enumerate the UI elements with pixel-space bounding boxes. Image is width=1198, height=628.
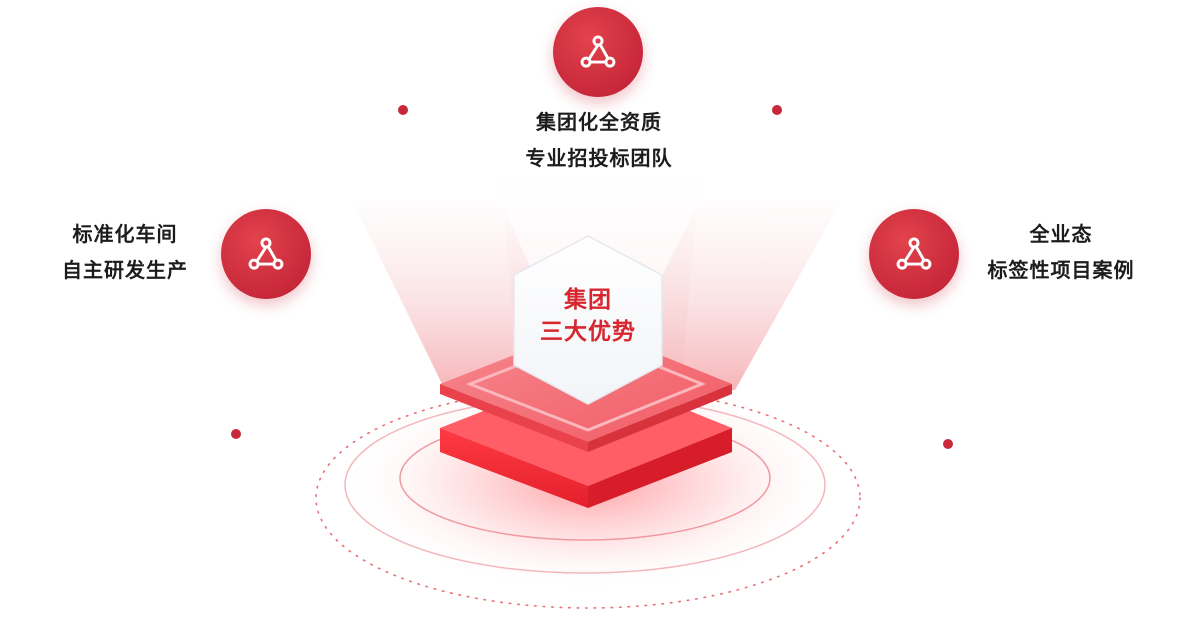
center-label-line1: 集团	[564, 287, 612, 313]
decor-dot	[231, 429, 241, 439]
advantage-right-line1: 全业态	[1029, 222, 1093, 246]
advantage-node-top	[553, 7, 643, 97]
center-label-line2: 三大优势	[540, 319, 636, 345]
webhook-icon	[896, 237, 932, 270]
center-hexagon	[513, 235, 663, 405]
advantage-label-right: 全业态 标签性项目案例	[966, 216, 1156, 288]
advantage-node-left	[221, 209, 311, 299]
advantage-top-line2: 专业招投标团队	[525, 146, 673, 170]
advantage-left-line1: 标准化车间	[72, 222, 178, 246]
base-slab-left	[440, 428, 588, 508]
top-slab-right	[588, 384, 732, 452]
advantage-label-top: 集团化全资质 专业招投标团队	[0, 104, 1198, 176]
advantage-node-right	[869, 209, 959, 299]
decor-dot	[772, 105, 782, 115]
webhook-icon	[580, 35, 616, 68]
decor-dot	[943, 439, 953, 449]
center-label: 集团 三大优势	[520, 284, 656, 348]
dotted-ring	[315, 387, 861, 609]
top-slab-left	[440, 384, 588, 452]
base-slab-right	[588, 428, 732, 508]
advantage-top-line1: 集团化全资质	[536, 110, 662, 134]
advantage-label-left: 标准化车间 自主研发生产	[40, 216, 210, 288]
webhook-icon	[248, 237, 284, 270]
advantage-right-line2: 标签性项目案例	[987, 258, 1135, 282]
decor-dot	[398, 105, 408, 115]
advantage-left-line2: 自主研发生产	[62, 258, 188, 282]
